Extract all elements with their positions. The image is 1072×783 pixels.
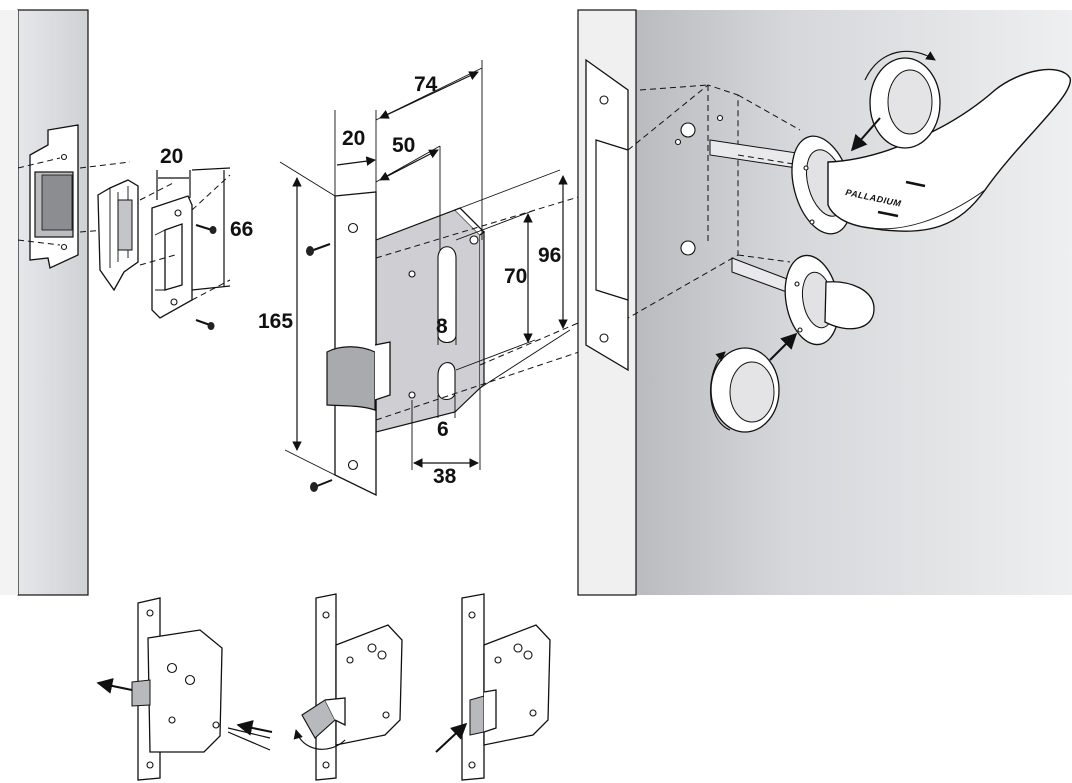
case-depth-label: 74: [414, 73, 438, 96]
lever-handle: PALLADIUM: [827, 68, 1071, 232]
step-2-latch-rotation: [293, 593, 403, 781]
strike-height-label: 66: [230, 218, 253, 241]
lock-faceplate: [334, 191, 377, 497]
door-mortise-pocket: [585, 58, 739, 372]
faceplate-width-label: 20: [342, 127, 365, 150]
door-frame: [0, 9, 89, 596]
spindle-distance-label: 70: [504, 265, 527, 288]
fixing-offset-label: 38: [433, 465, 457, 488]
faceplate-screw-top: [306, 243, 331, 256]
faceplate-height-label: 165: [258, 310, 293, 333]
strike-height-dimension: 66: [191, 167, 253, 291]
thumb-turn-cover-rosette: [709, 332, 798, 433]
step-3-latch-push: [435, 593, 551, 781]
mortise-lock-body: [375, 207, 485, 433]
faceplate-width-dimension: 20: [334, 110, 377, 196]
thumb-turn-rose: [784, 254, 875, 346]
strike-recess: [17, 124, 131, 269]
strike-screw-top: [195, 224, 217, 234]
lock-guide-lines: [375, 194, 586, 421]
follower-size-label: 8: [436, 315, 448, 338]
case-depth-dimension: 74: [375, 60, 483, 240]
strike-box: [97, 179, 139, 292]
thumb-turn-label: 6: [437, 418, 449, 441]
strike-screw-bottom: [195, 319, 215, 330]
follower-size-dimension: 8: [436, 300, 457, 345]
faceplate-screw-bottom: [310, 479, 333, 492]
step-1-latch-reversal: [96, 597, 273, 781]
fixing-offset-dimension: 38: [411, 388, 481, 488]
handle-cover-rosette: [850, 50, 941, 152]
strike-width-label: 20: [160, 145, 183, 168]
latch-bolt: [326, 341, 391, 411]
backset-label: 50: [392, 134, 415, 157]
spindle-distance-dimension: 70: [455, 209, 536, 371]
door-guide-lines: [639, 84, 801, 263]
backset-dimension: 50: [375, 134, 441, 250]
strike-plate: [151, 195, 193, 319]
case-height-label: 96: [538, 244, 561, 267]
faceplate-height-dimension: 165: [258, 161, 336, 476]
strike-width-dimension: 20: [156, 145, 191, 200]
